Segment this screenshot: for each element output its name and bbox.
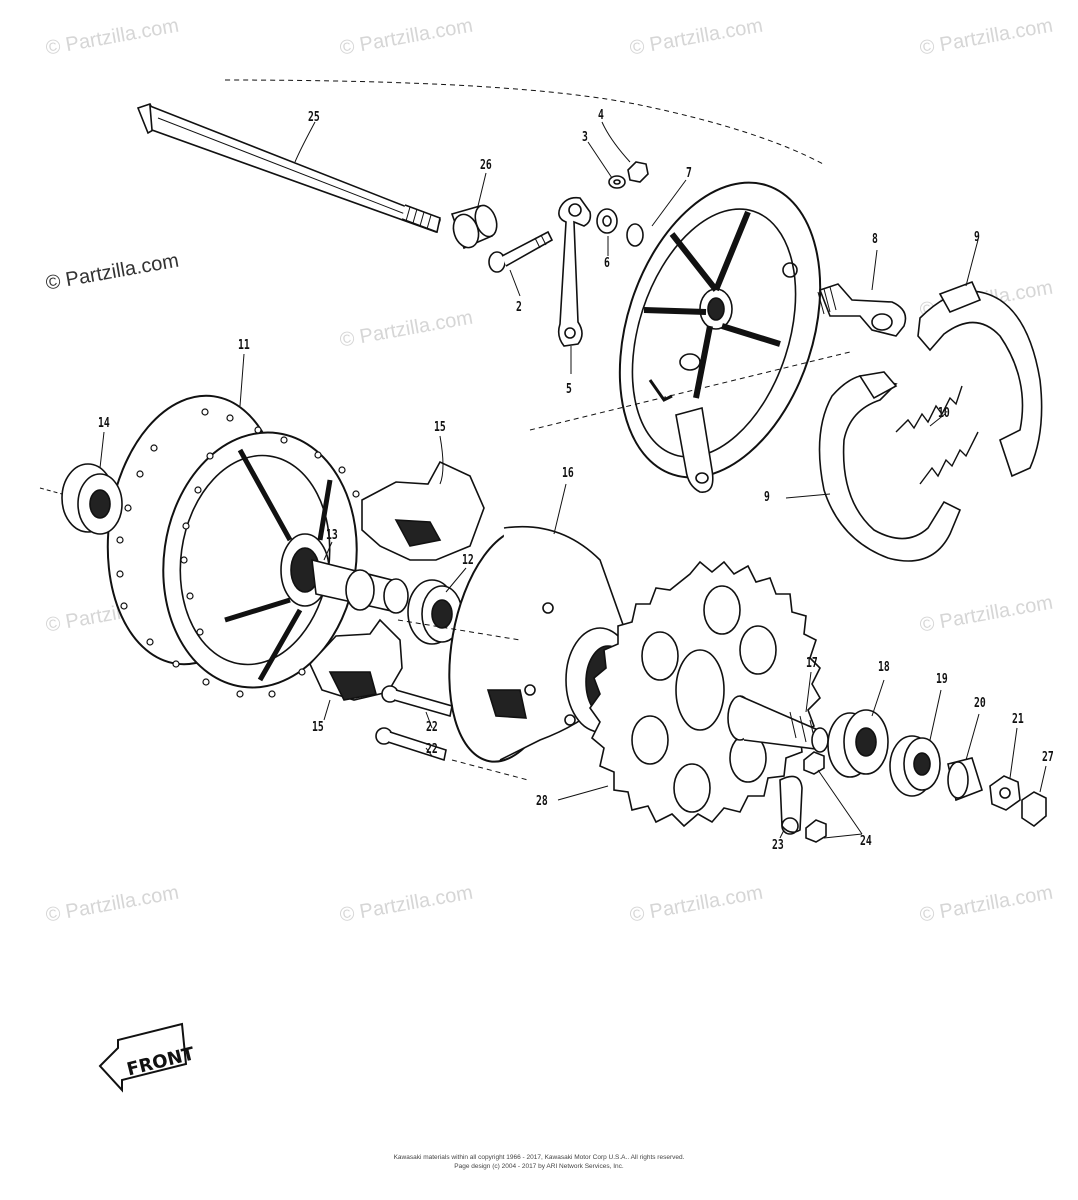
washer-part [608,175,626,189]
oil-seal-part [889,735,941,797]
brake-spring-part [919,431,979,485]
nut-part [627,161,649,183]
callout-9b: 9 [764,490,770,505]
sprocket-bearing-part [827,709,889,778]
callout-10: 10 [938,406,950,421]
callout-12: 12 [462,553,474,568]
callout-5: 5 [566,382,572,397]
washer-hole [613,179,621,185]
cap-nut-part [1021,791,1047,827]
callout-3: 3 [582,130,588,145]
callout-21: 21 [1012,712,1024,727]
axle-spacer-part [450,204,498,250]
brake-panel-part [618,181,822,493]
callout-11: 11 [238,338,250,353]
wheel-bearing-part [39,463,123,535]
sprocket-collar-part [947,757,983,802]
damper-shading [394,519,442,547]
callout-16: 16 [562,466,574,481]
callout-28: 28 [536,794,548,809]
callout-leaders [99,121,1047,839]
damper-shading [328,671,378,701]
callout-6: 6 [604,256,610,271]
hub-damper-part [309,618,403,701]
lock-washer-part [779,775,803,834]
copyright-line: Kawasaki materials within all copyright … [393,1154,685,1161]
callout-26: 26 [480,158,492,173]
sprocket-bolt-part [375,685,453,762]
brake-cam-part [817,283,907,337]
assembly-guide-line [397,351,851,781]
callout-14: 14 [98,416,110,431]
o-ring-part [626,223,644,247]
callout-23: 23 [772,838,784,853]
callout-22b: 22 [426,742,438,757]
brake-cam-lever-part [557,196,592,347]
callout-8: 8 [872,232,878,247]
nut-part [803,751,825,775]
nut-part [805,819,827,843]
brake-spring-part [895,385,963,433]
axle-shaft-part [136,103,441,234]
callout-2: 2 [516,300,522,315]
wheel-hub-part [106,394,358,689]
cam-washer-hole [602,215,612,227]
front-direction-arrow [98,1022,188,1093]
cam-lever-bolt-part [488,230,554,273]
callout-13: 13 [326,528,338,543]
callout-9: 9 [974,230,980,245]
hub-damper-part [361,460,485,561]
callout-15b: 15 [312,720,324,735]
sprocket-shaft-part [727,695,829,753]
lock-washer-hole [781,817,799,835]
callout-25: 25 [308,110,320,125]
callout-20: 20 [974,696,986,711]
cam-washer-part [596,208,618,234]
callout-4: 4 [598,108,604,123]
distance-collar-part [311,558,409,614]
callout-7: 7 [686,166,692,181]
callout-15: 15 [434,420,446,435]
shaft-nut-part [989,775,1021,811]
callout-22: 22 [426,720,438,735]
callout-27: 27 [1042,750,1054,765]
nut-hole [999,787,1011,799]
brake-shoe-part [917,280,1043,478]
callout-24: 24 [860,834,872,849]
hub-spoke-holes [116,408,360,698]
brake-shoe-part [818,371,962,562]
callout-19: 19 [936,672,948,687]
callout-17: 17 [806,656,818,671]
page-design-credit: Page design (c) 2004 - 2017 by ARI Netwo… [454,1163,624,1170]
callout-18: 18 [878,660,890,675]
